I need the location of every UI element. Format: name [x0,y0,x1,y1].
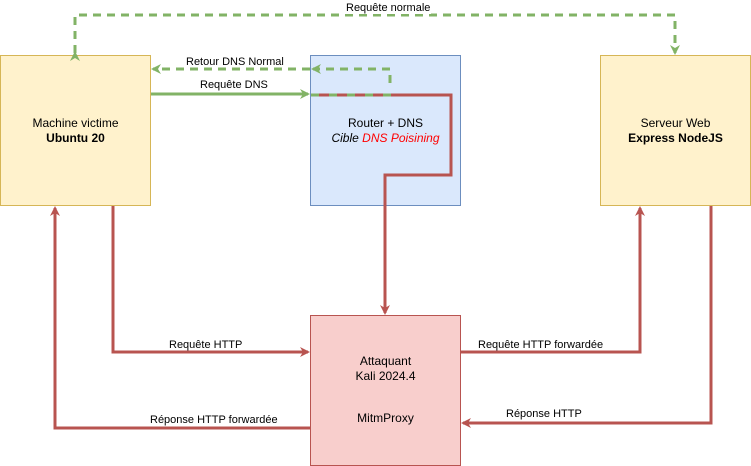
label-dns-return: Retour DNS Normal [186,56,284,68]
victim-os: Ubuntu 20 [46,130,105,145]
victim-machine-node[interactable]: Machine victime Ubuntu 20 [0,55,151,206]
web-server-node[interactable]: Serveur Web Express NodeJS [600,55,751,206]
label-http-response: Réponse HTTP [506,408,582,420]
edge-normal-request [70,13,680,61]
router-subtitle: Cible DNS Poisining [331,131,439,146]
attacker-node[interactable]: Attaquant Kali 2024.4 MitmProxy [310,315,461,466]
server-title: Serveur Web [640,115,711,130]
edge-http-response [461,206,713,428]
edge-http-request [111,206,310,357]
label-http-forwarded-request: Requête HTTP forwardée [478,339,604,351]
victim-title: Machine victime [32,115,119,130]
server-stack: Express NodeJS [628,130,723,145]
edge-dns-return-inner [311,64,392,83]
attacker-os: Kali 2024.4 [355,369,416,383]
label-dns-request: Requête DNS [200,79,268,91]
router-title: Router + DNS [347,115,424,130]
edge-dns-poisoning [311,93,453,315]
router-subtitle-prefix: Cible [331,130,363,145]
label-http-request: Requête HTTP [169,339,243,351]
attacker-tool: MitmProxy [357,411,414,425]
edge-http-forwarded-request [461,206,645,354]
edge-http-forwarded-response [50,206,310,430]
attacker-title: Attaquant [359,354,412,368]
label-normal-request: Requête normale [345,2,432,14]
router-attack-target: DNS Poisining [362,130,440,145]
router-dns-node[interactable]: Router + DNS Cible DNS Poisining [310,55,461,206]
label-http-forwarded-response: Réponse HTTP forwardée [150,414,278,426]
